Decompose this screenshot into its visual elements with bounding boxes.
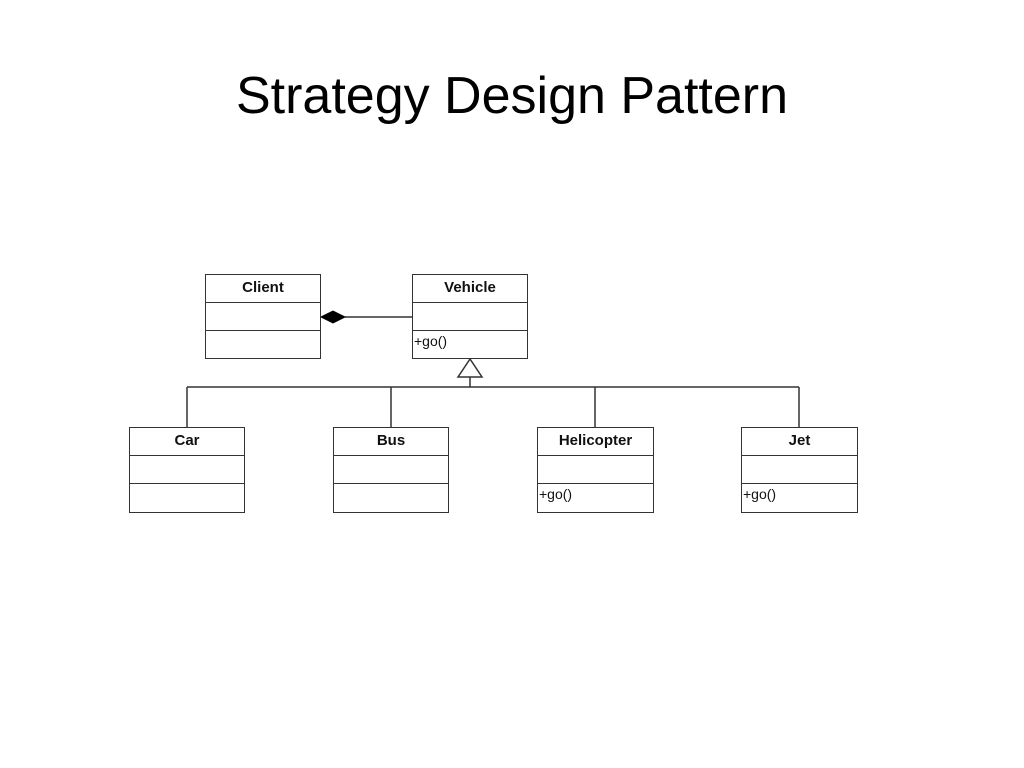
class-client: Client	[205, 274, 321, 359]
class-car: Car	[129, 427, 245, 513]
slide-title: Strategy Design Pattern	[235, 67, 789, 125]
class-name: Jet	[742, 428, 857, 456]
class-attributes	[206, 303, 320, 331]
class-helicopter: Helicopter +go()	[537, 427, 654, 513]
class-operations: +go()	[414, 333, 448, 349]
class-operations	[334, 484, 448, 512]
class-jet: Jet +go()	[741, 427, 858, 513]
class-bus: Bus	[333, 427, 449, 513]
class-attributes	[538, 456, 653, 484]
class-vehicle: Vehicle +go()	[412, 274, 528, 359]
class-operations	[130, 484, 244, 512]
class-name: Bus	[334, 428, 448, 456]
class-attributes	[413, 303, 527, 331]
class-name: Client	[206, 275, 320, 303]
composition-diamond	[319, 310, 347, 324]
class-name: Helicopter	[538, 428, 653, 456]
class-operations: +go()	[539, 486, 573, 502]
class-attributes	[334, 456, 448, 484]
class-attributes	[742, 456, 857, 484]
generalization-arrowhead	[456, 357, 484, 378]
class-attributes	[130, 456, 244, 484]
class-operations	[206, 331, 320, 358]
class-operations: +go()	[743, 486, 777, 502]
class-name: Vehicle	[413, 275, 527, 303]
class-name: Car	[130, 428, 244, 456]
